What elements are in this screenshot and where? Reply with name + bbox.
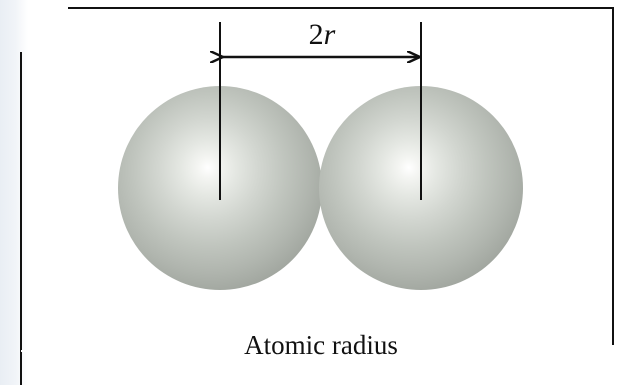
distance-label: 2r (309, 18, 336, 51)
caption-atomic-radius: Atomic radius (244, 330, 398, 360)
